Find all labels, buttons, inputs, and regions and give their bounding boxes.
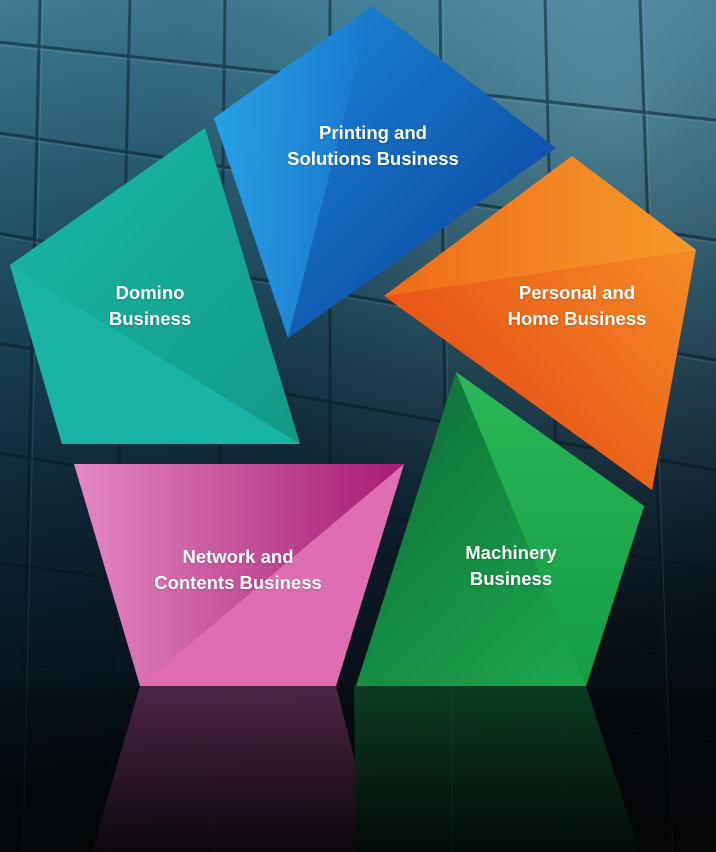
personal-segment-shape — [384, 156, 696, 490]
personal-label: Personal and Home Business — [508, 280, 647, 332]
floor-reflection — [0, 686, 716, 852]
network-label-line2: Contents Business — [154, 572, 322, 593]
network-label: Network and Contents Business — [154, 544, 322, 596]
machinery-segment-shape — [356, 372, 644, 686]
printing-segment-shape — [214, 6, 556, 338]
printing-label-line2: Solutions Business — [287, 148, 459, 169]
domino-label-line1: Domino — [115, 282, 185, 303]
machinery-label: Machinery Business — [465, 540, 557, 592]
domino-segment-shape — [10, 128, 300, 444]
network-label-line1: Network and — [182, 546, 294, 567]
machinery-label-line1: Machinery — [465, 542, 557, 563]
personal-label-line2: Home Business — [507, 308, 647, 329]
machinery-label-line2: Business — [469, 568, 553, 589]
domino-label-line2: Business — [108, 308, 192, 329]
personal-label-line1: Personal and — [518, 282, 636, 303]
printing-label: Printing and Solutions Business — [287, 120, 459, 172]
printing-label-line1: Printing and — [319, 122, 427, 143]
domino-label: Domino Business — [109, 280, 191, 332]
network-segment-shape — [74, 464, 404, 686]
